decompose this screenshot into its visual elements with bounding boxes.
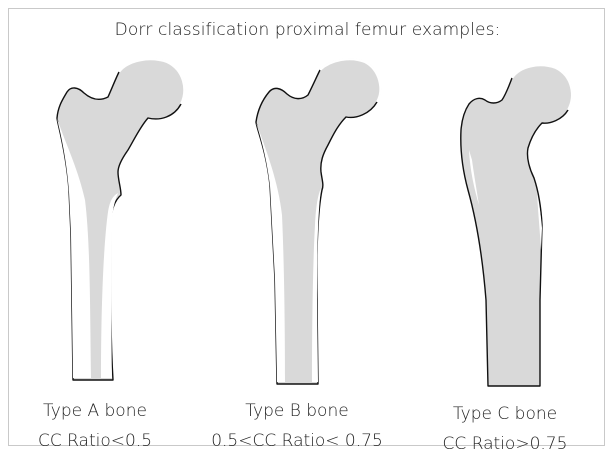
femur-type-c bbox=[461, 65, 572, 386]
caption-type-b: Type B bone 0.5<CC Ratio< 0.75 bbox=[197, 396, 397, 456]
caption-type-b-label: Type B bone bbox=[197, 396, 397, 426]
femur-type-b bbox=[256, 59, 380, 384]
femur-type-c-bone bbox=[461, 65, 572, 386]
caption-type-c: Type C bone CC Ratio>0.75 bbox=[405, 399, 605, 459]
caption-type-b-ratio: 0.5<CC Ratio< 0.75 bbox=[197, 426, 397, 456]
caption-type-a-label: Type A bone bbox=[0, 396, 195, 426]
caption-type-a-ratio: CC Ratio<0.5 bbox=[0, 426, 195, 456]
caption-type-c-ratio: CC Ratio>0.75 bbox=[405, 429, 605, 459]
caption-type-a: Type A bone CC Ratio<0.5 bbox=[0, 396, 195, 456]
caption-type-c-label: Type C bone bbox=[405, 399, 605, 429]
femur-type-a bbox=[57, 59, 184, 380]
